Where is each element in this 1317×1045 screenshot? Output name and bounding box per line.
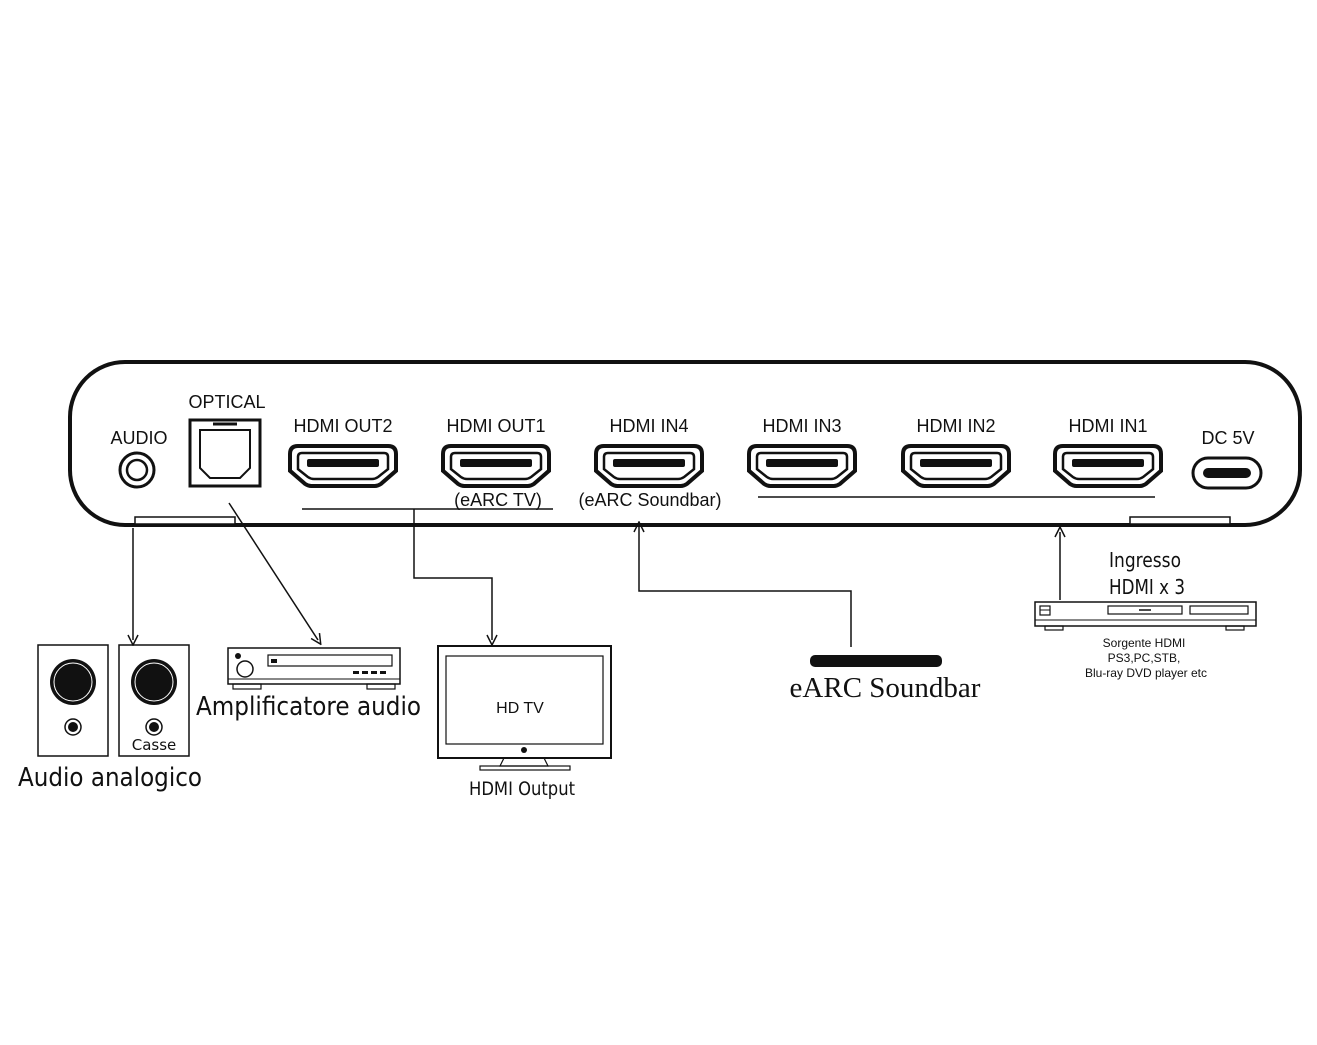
hd-tv-icon [437,645,612,771]
hdmi-out2-port [288,444,398,488]
hdmi-switch-device [68,360,1302,527]
soundbar-icon [810,655,942,667]
dc-power-port [1191,456,1263,490]
soundbar-label: eARC Soundbar [790,672,981,704]
audio-jack [118,451,156,489]
earc-tv-label: (eARC TV) [454,490,542,510]
device-foot-left [134,516,236,525]
hdmi-out1-label: HDMI OUT1 [447,416,546,436]
hdmi-out1-port [441,444,551,488]
earc-soundbar-label: (eARC Soundbar) [578,490,721,510]
hdmi-in4-label: HDMI IN4 [609,416,688,436]
source-title-line1: Ingresso [1109,548,1181,572]
speaker-left [37,644,109,757]
source-desc-line3: Blu-ray DVD player etc [1085,666,1207,680]
audio-port-label: AUDIO [110,428,167,448]
analog-audio-label: Audio analogico [18,763,202,793]
hdmi-ports [288,444,1163,488]
optical-to-amplifier-arrow [228,502,318,640]
source-desc-line1: Sorgente HDMI [1103,636,1186,650]
hdmi-out-to-tv-arrow [413,509,492,640]
speakers-label: Casse [132,736,177,754]
hdmi-in3-port [747,444,857,488]
hdmi-in3-label: HDMI IN3 [762,416,841,436]
dc-port-label: DC 5V [1201,428,1254,448]
optical-port-label: OPTICAL [188,392,265,412]
hdmi-in2-port [901,444,1011,488]
hdmi-out2-label: HDMI OUT2 [294,416,393,436]
speaker-right [118,644,190,757]
hdmi-in1-label: HDMI IN1 [1068,416,1147,436]
source-player-icon [1034,601,1257,631]
device-foot-right [1129,516,1231,525]
amplifier-label: Amplificatore audio [196,692,421,722]
source-title-line2: HDMI x 3 [1109,575,1185,599]
optical-port [188,418,262,488]
hdmi-in1-port [1053,444,1163,488]
hdmi-in2-label: HDMI IN2 [916,416,995,436]
hdmi-in4-port [594,444,704,488]
hdmi-output-label: HDMI Output [469,778,575,800]
connection-lines [133,502,1060,647]
source-desc-line2: PS3,PC,STB, [1108,651,1181,665]
soundbar-to-in4-arrow [639,527,852,647]
amplifier-icon [227,647,401,690]
tv-screen-label: HD TV [496,700,544,717]
